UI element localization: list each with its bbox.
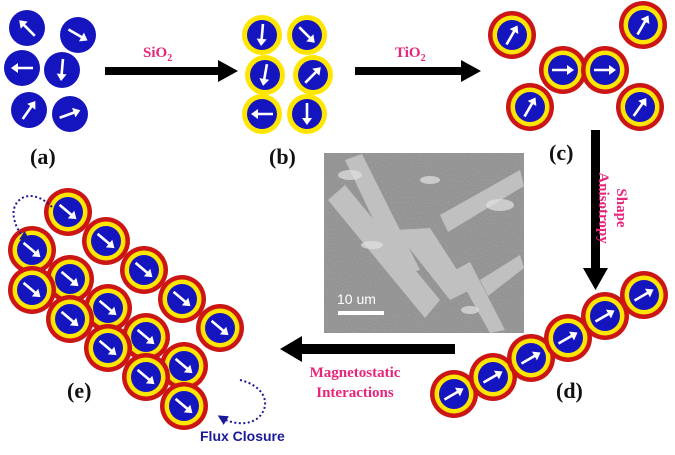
titania-coating-label: TiO2 (395, 45, 426, 64)
magnetostatic-label-line2: Interactions (316, 385, 394, 401)
panel-label-a: (a) (30, 144, 56, 169)
particle-c-1 (619, 1, 667, 49)
particle-b-0 (242, 15, 282, 55)
particle-e-10 (8, 266, 56, 314)
particle-c-3 (581, 46, 629, 94)
particle-a-1 (60, 17, 96, 53)
magnetic-moment-arrow-icon (22, 281, 39, 296)
particle-d-2 (507, 334, 555, 382)
particle-e-12 (84, 324, 132, 372)
flux-closure-label: Flux Closure (200, 428, 285, 444)
particle-b-1 (287, 15, 327, 55)
panel-label-d: (d) (556, 378, 583, 403)
arrow-b-to-c (355, 60, 481, 82)
magnetic-moment-arrow-icon (174, 357, 191, 372)
panel-d-particle-chain (430, 271, 668, 418)
shape-anisotropy-label: Shape Anisotropy (595, 172, 629, 244)
svg-text:Shape: Shape (613, 188, 629, 228)
magnetic-moment-arrow-icon (304, 69, 319, 84)
sem-micrograph: 10 um (324, 153, 524, 333)
particle-e-14 (160, 382, 208, 430)
particle-d-0 (430, 370, 478, 418)
particle-e-8 (122, 313, 170, 361)
magnetic-moment-arrow-icon (210, 319, 227, 334)
magnetic-moment-arrow-icon (21, 103, 35, 120)
panel-label-b: (b) (269, 144, 296, 169)
particle-e-7 (84, 284, 132, 332)
particle-c-0 (488, 11, 536, 59)
arrow-a-to-b (105, 60, 238, 82)
magnetic-moment-arrow-icon (174, 397, 191, 412)
particle-e-0 (44, 188, 92, 236)
svg-text:Anisotropy: Anisotropy (595, 172, 611, 244)
magnetic-moment-arrow-icon (260, 23, 265, 43)
magnetic-moment-arrow-icon (134, 261, 151, 276)
magnetic-moment-arrow-icon (136, 328, 153, 343)
particle-a-5 (52, 96, 88, 132)
silica-coating-label: SiO2 (143, 45, 172, 64)
magnetic-moment-arrow-icon (98, 339, 115, 354)
particle-b-3 (293, 55, 333, 95)
particle-e-1 (82, 217, 130, 265)
magnetostatic-label-line1: Magnetostatic (310, 365, 401, 381)
particle-d-1 (469, 353, 517, 401)
particle-d-4 (581, 292, 629, 340)
panel-a-bare-particles (4, 10, 96, 132)
panel-c-titania-coated-particles (488, 1, 667, 131)
magnetic-moment-arrow-icon (172, 290, 189, 305)
particle-e-13 (122, 353, 170, 401)
particle-c-4 (506, 83, 554, 131)
panel-e-bundled-chains (8, 188, 244, 430)
flux-loop-top-icon (12, 195, 53, 241)
magnetic-moment-arrow-icon (632, 100, 646, 117)
particle-b-4 (242, 94, 282, 134)
arrow-d-to-e (280, 336, 455, 362)
magnetic-moment-arrow-icon (60, 270, 77, 285)
magnetic-moment-arrow-icon (482, 372, 500, 384)
particle-d-3 (544, 314, 592, 362)
magnetic-moment-arrow-icon (98, 299, 115, 314)
particle-e-2 (120, 246, 168, 294)
particle-c-2 (539, 46, 587, 94)
flux-loop-bottom-icon (217, 379, 267, 425)
particle-c-5 (616, 83, 664, 131)
particle-e-6 (46, 255, 94, 303)
magnetic-moment-arrow-icon (60, 310, 77, 325)
particle-b-5 (287, 94, 327, 134)
particle-e-3 (158, 275, 206, 323)
particle-e-4 (196, 304, 244, 352)
panel-label-c: (c) (549, 140, 573, 165)
magnetic-moment-arrow-icon (443, 389, 461, 401)
particle-a-3 (44, 52, 80, 88)
magnetic-moment-arrow-icon (60, 58, 65, 78)
arrow-c-to-d (583, 130, 608, 290)
panel-b-silica-coated-particles (242, 15, 333, 134)
particle-e-11 (46, 295, 94, 343)
scale-bar (338, 311, 384, 315)
scale-bar-label: 10 um (337, 291, 376, 307)
particle-d-5 (620, 271, 668, 319)
particle-e-5 (8, 226, 56, 274)
particle-a-4 (11, 92, 47, 128)
particle-e-9 (160, 342, 208, 390)
particle-b-2 (245, 55, 285, 95)
magnetic-moment-arrow-icon (136, 368, 153, 383)
particle-a-0 (9, 10, 45, 46)
particle-a-2 (4, 50, 40, 86)
panel-label-e: (e) (67, 378, 91, 403)
